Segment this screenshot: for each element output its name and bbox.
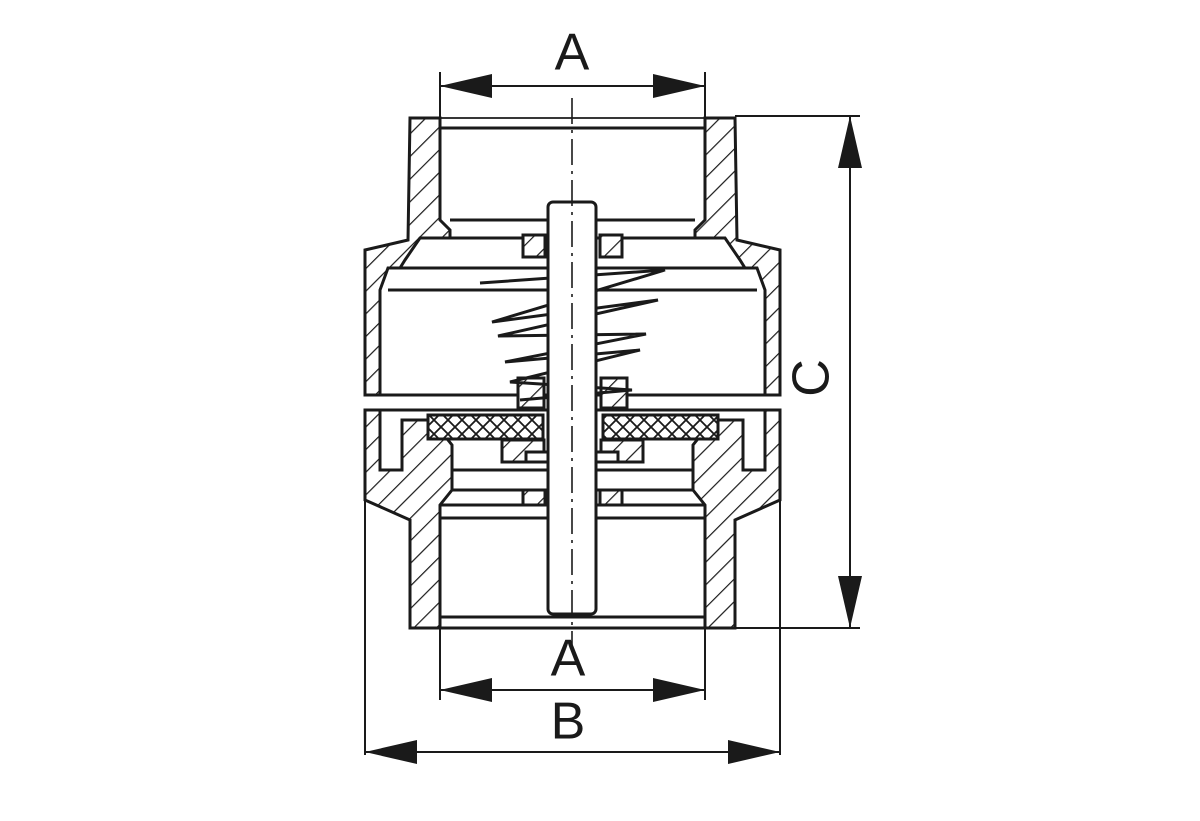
upper-left-wall [363, 116, 452, 397]
bushing-left [521, 233, 547, 259]
lower-left-wall [363, 408, 454, 630]
disc-seal-right [601, 413, 720, 441]
lower-right-wall [691, 408, 782, 630]
dimensions: A A B C [364, 24, 862, 764]
bushing-right [598, 233, 624, 259]
dim-label-c: C [783, 359, 841, 397]
upper-right-wall [693, 116, 782, 397]
dim-label-b: B [551, 693, 586, 751]
valve-disc [426, 376, 720, 464]
lower-guide [521, 488, 624, 507]
dim-label-a-top: A [555, 24, 590, 82]
disc-seal-left [426, 413, 545, 441]
dim-label-a-bottom: A [551, 630, 586, 688]
guide-bushing [521, 233, 624, 259]
